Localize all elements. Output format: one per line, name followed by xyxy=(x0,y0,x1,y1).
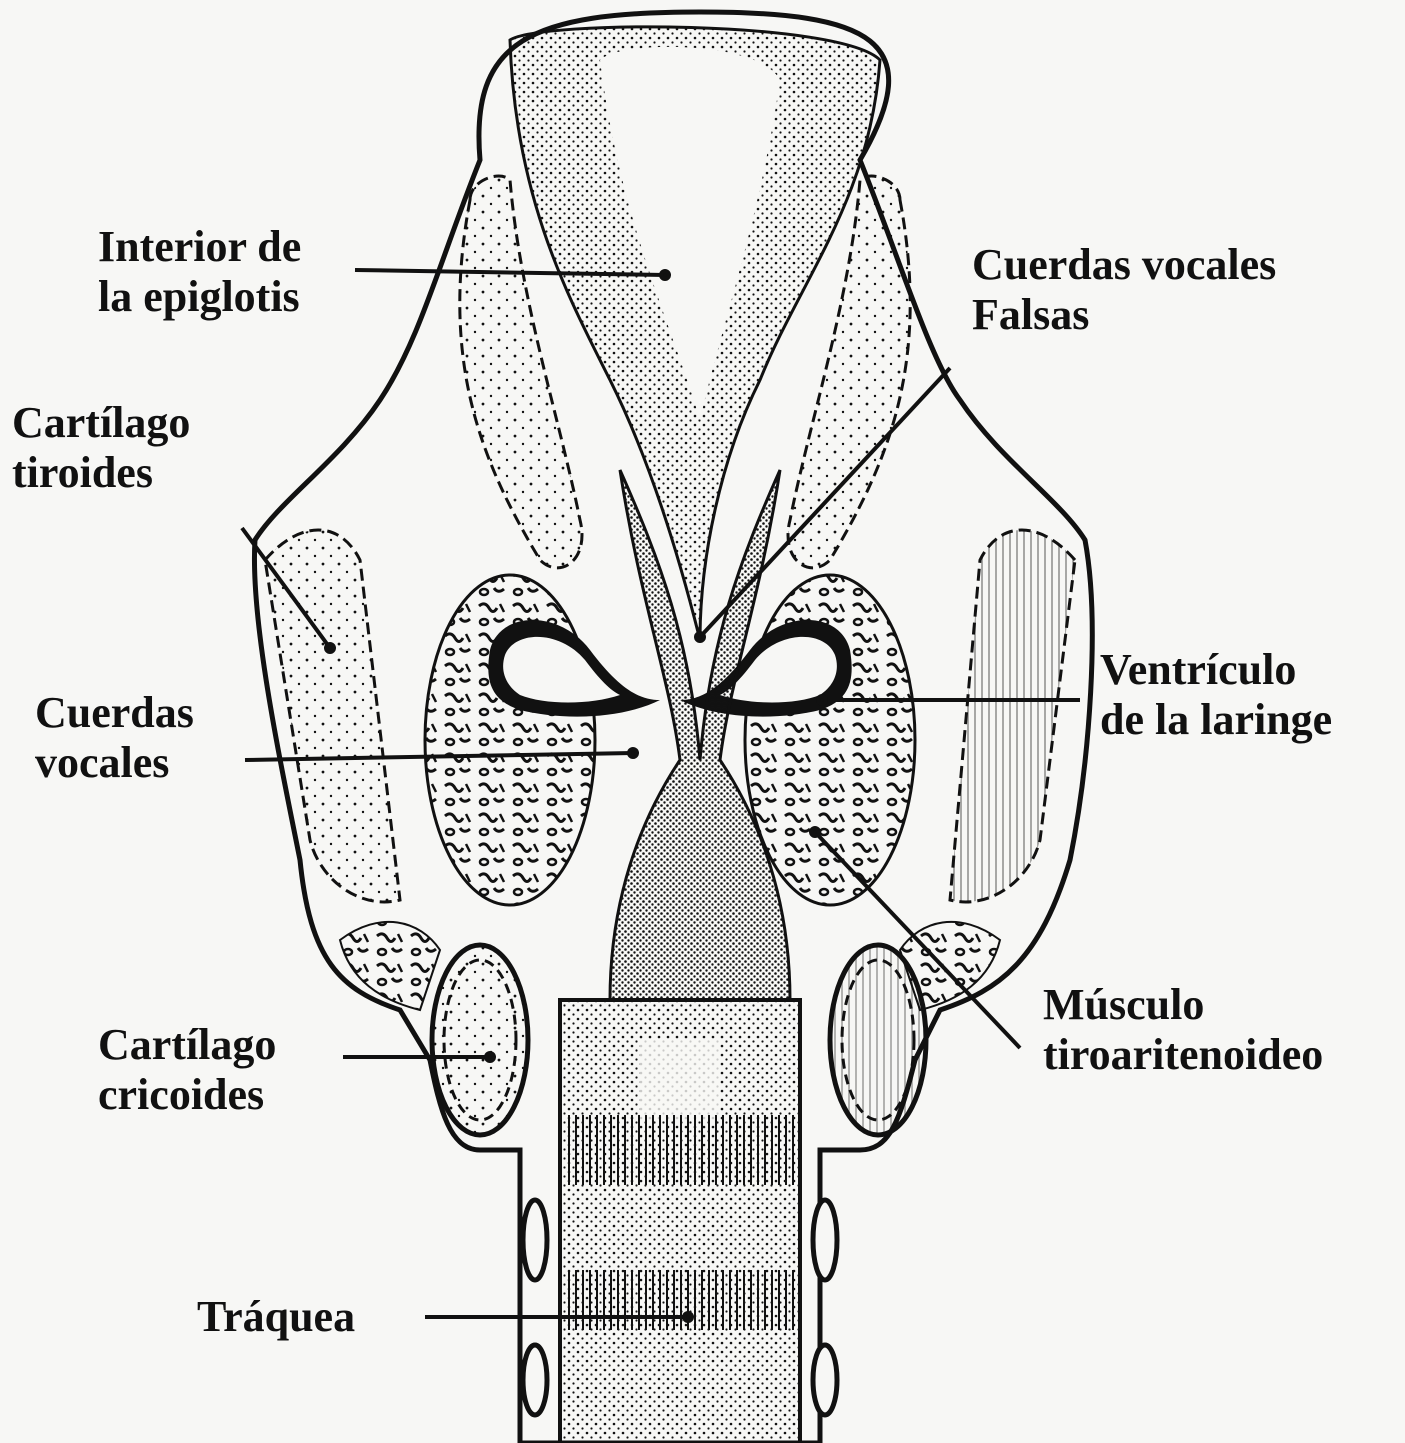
label-line: tiroides xyxy=(12,448,190,498)
label-line: Tráquea xyxy=(197,1292,355,1342)
label-line: Ventrículo xyxy=(1100,645,1332,695)
label-cuerdas-falsas: Cuerdas vocales Falsas xyxy=(972,240,1276,340)
label-cuerdas-vocales: Cuerdas vocales xyxy=(35,688,194,788)
label-line: vocales xyxy=(35,738,194,788)
label-line: cricoides xyxy=(98,1070,276,1120)
label-line: la epiglotis xyxy=(98,272,301,322)
thyroarytenoid-muscle-left xyxy=(425,575,595,905)
label-line: Interior de xyxy=(98,222,301,272)
label-line: Cuerdas xyxy=(35,688,194,738)
tracheal-ring-2 xyxy=(565,1270,795,1330)
label-line: Cuerdas vocales xyxy=(972,240,1276,290)
label-interior-epiglotis: Interior de la epiglotis xyxy=(98,222,301,322)
cricoid-left xyxy=(432,945,528,1135)
label-ventriculo: Ventrículo de la laringe xyxy=(1100,645,1332,745)
label-musculo: Músculo tiroaritenoideo xyxy=(1043,980,1323,1080)
label-traquea: Tráquea xyxy=(197,1292,355,1342)
label-line: Músculo xyxy=(1043,980,1323,1030)
label-line: Falsas xyxy=(972,290,1276,340)
label-cartilago-tiroides: Cartílago tiroides xyxy=(12,398,190,498)
label-line: Cartílago xyxy=(98,1020,276,1070)
label-line: tiroaritenoideo xyxy=(1043,1030,1323,1080)
tracheal-ring-1 xyxy=(565,1115,795,1185)
label-line: Cartílago xyxy=(12,398,190,448)
thyroarytenoid-muscle-right xyxy=(745,575,915,905)
label-cartilago-cricoides: Cartílago cricoides xyxy=(98,1020,276,1120)
label-line: de la laringe xyxy=(1100,695,1332,745)
